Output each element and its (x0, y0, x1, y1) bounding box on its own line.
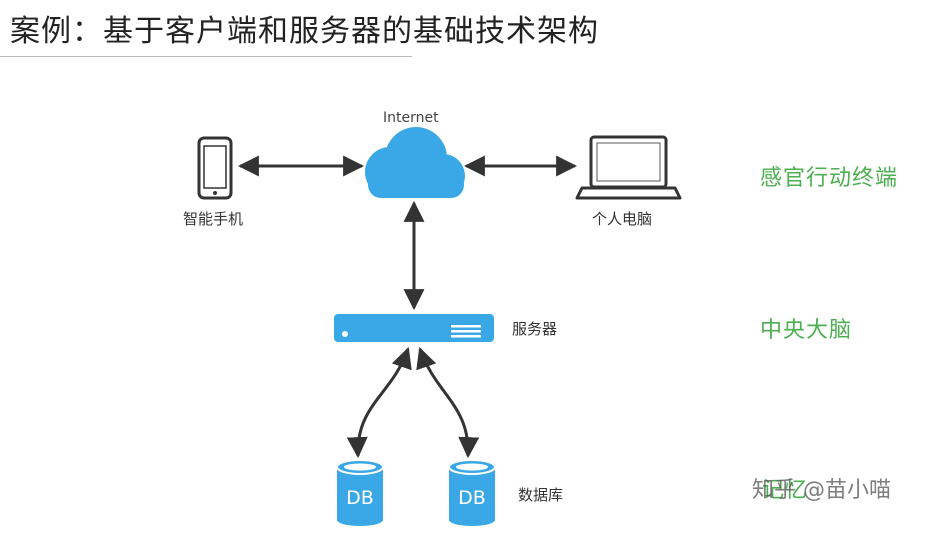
watermark: 知乎 @苗小喵 (752, 478, 891, 503)
database-label-1: DB (346, 487, 374, 509)
layer-label-memory: 记忆 (762, 478, 809, 503)
title-divider (0, 56, 412, 57)
database-icon: DB (448, 459, 496, 526)
smartphone-label: 智能手机 (183, 210, 244, 228)
laptop-icon (575, 135, 682, 200)
cloud-icon (365, 127, 465, 198)
server-icon (334, 314, 494, 342)
page-title: 案例：基于客户端和服务器的基础技术架构 (10, 14, 599, 49)
database-label: 数据库 (518, 486, 564, 504)
layer-label-sensory: 感官行动终端 (760, 166, 899, 191)
arrow-server-db1 (346, 347, 412, 459)
layer-label-brain: 中央大脑 (760, 318, 853, 343)
smartphone-icon (197, 136, 233, 200)
database-icon: DB (336, 459, 384, 526)
database-label-2: DB (458, 487, 486, 509)
laptop-label: 个人电脑 (592, 210, 653, 228)
arrow-server-db2 (416, 347, 480, 459)
internet-label: Internet (383, 110, 439, 126)
server-label: 服务器 (512, 320, 558, 338)
